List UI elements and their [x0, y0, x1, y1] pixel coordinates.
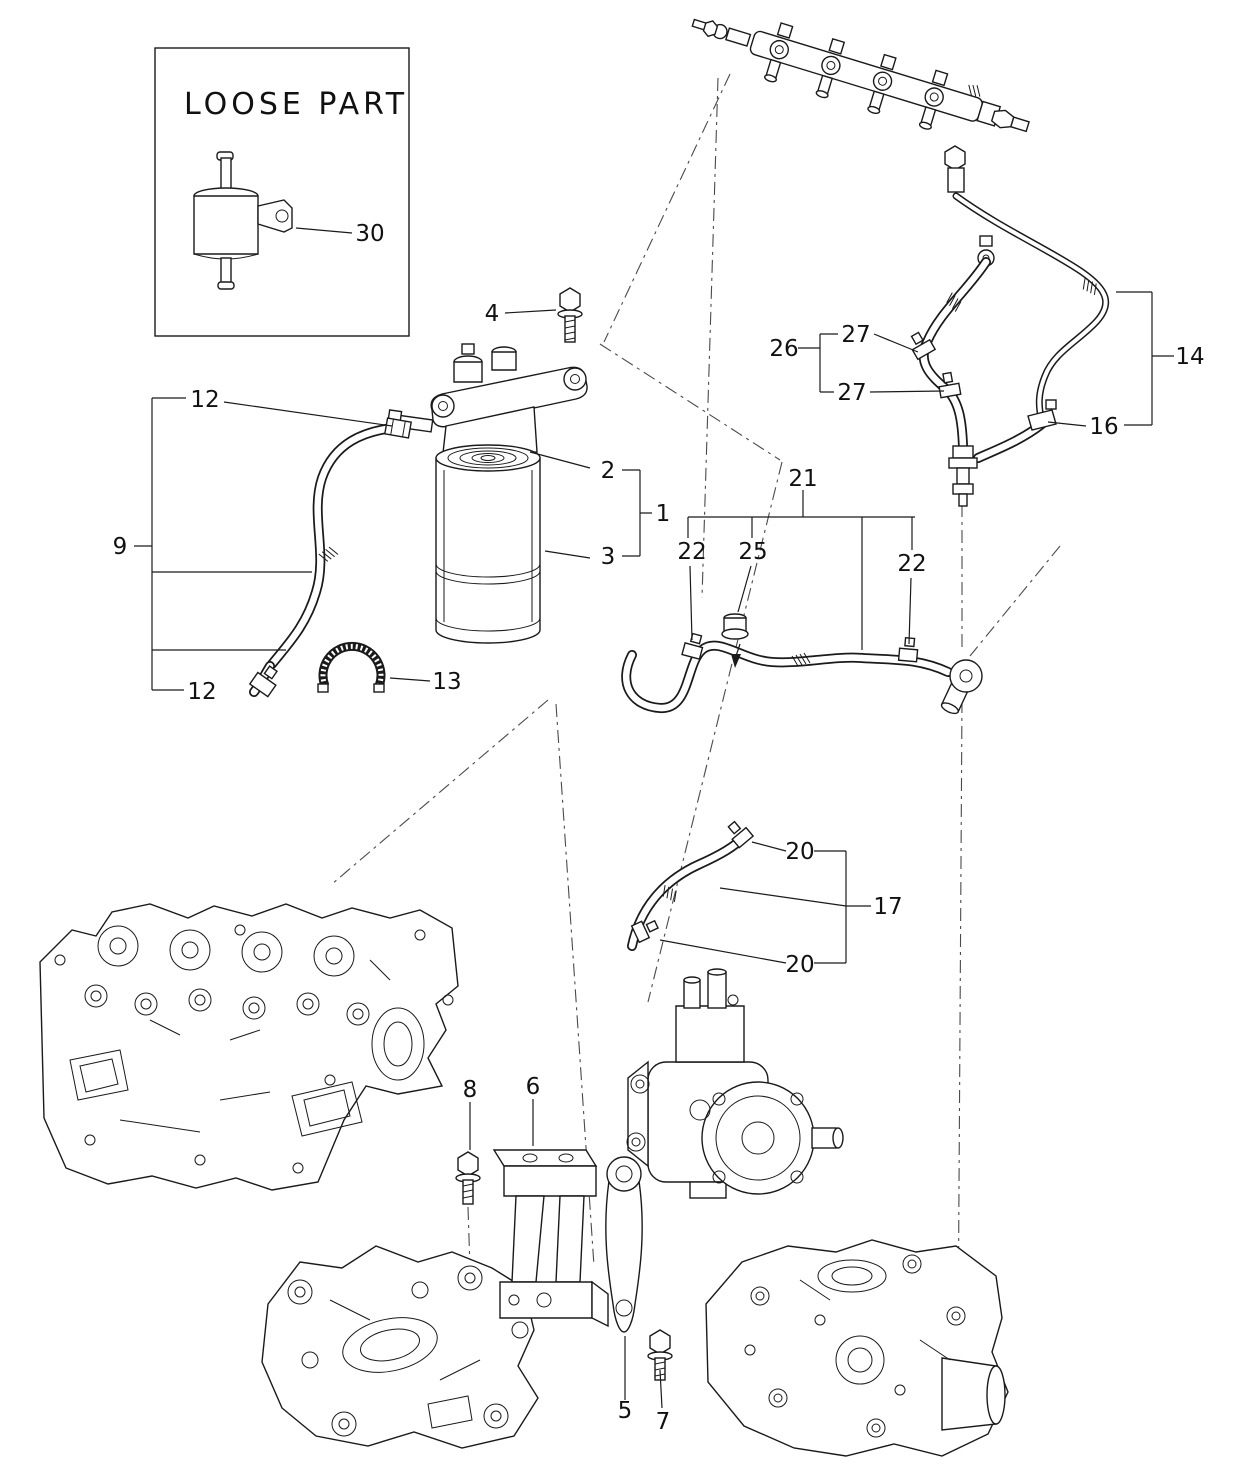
callout-25: 25 — [738, 539, 767, 565]
callout-6: 6 — [526, 1074, 541, 1100]
engine-cylinder-head — [39, 903, 459, 1191]
callout-7: 7 — [656, 1409, 671, 1435]
clamp-12-bottom — [248, 665, 278, 698]
loose-part-box: LOOSE PART — [154, 47, 410, 337]
callout-26: 26 — [769, 336, 798, 362]
callout-12-top: 12 — [190, 387, 219, 413]
rail-fitting — [918, 69, 949, 130]
fuel-filter-assembly — [386, 287, 588, 644]
callout-30: 30 — [355, 221, 384, 247]
clamp-12-top — [383, 417, 413, 439]
callout-16: 16 — [1089, 414, 1118, 440]
clamp-20-bottom — [630, 919, 659, 944]
hose-hatch-marks — [318, 84, 1097, 903]
bolt-4 — [557, 287, 583, 343]
oil-filter-housing-right — [705, 1239, 1009, 1457]
fuel-rail — [691, 18, 1030, 193]
filter-head-2 — [386, 343, 588, 454]
callout-20-bottom: 20 — [785, 952, 814, 978]
fuel-hose-9 — [248, 417, 413, 698]
high-pressure-pipe-14 — [952, 192, 1110, 463]
callout-8: 8 — [463, 1077, 478, 1103]
callout-9: 9 — [113, 534, 128, 560]
callout-22-right: 22 — [897, 551, 926, 577]
filter-cartridge-3 — [435, 444, 541, 644]
banjo-fitting — [940, 659, 983, 715]
fuel-damper-30 — [193, 151, 293, 290]
callout-27-top: 27 — [841, 322, 870, 348]
fuel-hose-26 — [910, 235, 995, 507]
fuel-hose-21 — [621, 613, 983, 715]
callout-12-bottom: 12 — [187, 679, 216, 705]
callout-13: 13 — [432, 669, 461, 695]
rail-fitting — [815, 37, 846, 99]
clamp-27-bottom — [938, 371, 962, 399]
loose-part-title: LOOSE PART — [184, 87, 408, 122]
callout-17: 17 — [873, 894, 902, 920]
clamp-16 — [1027, 399, 1057, 431]
callout-5: 5 — [618, 1398, 633, 1424]
bracket-6 — [492, 1149, 609, 1328]
leader-lines — [134, 227, 1174, 1409]
callout-2: 2 — [601, 458, 616, 484]
clamp-22-right — [897, 636, 919, 663]
bolt-7 — [647, 1329, 673, 1381]
fitting-25 — [721, 613, 749, 668]
intake-manifold-lower-left — [261, 1245, 539, 1449]
rail-fitting — [763, 22, 794, 83]
callout-27-bottom: 27 — [837, 380, 866, 406]
fuel-hose-17 — [627, 820, 755, 951]
bolt-8 — [455, 1151, 481, 1205]
hose-connector — [948, 445, 978, 507]
callout-22-left: 22 — [677, 539, 706, 565]
callout-3: 3 — [601, 544, 616, 570]
callout-labels: 30 4 12 2 1 3 9 12 13 26 27 27 14 16 21 … — [113, 221, 1205, 1435]
pump-bracket-group — [455, 1149, 673, 1381]
callout-14: 14 — [1175, 344, 1204, 370]
clamp-20-top — [727, 820, 755, 849]
callout-20-top: 20 — [785, 839, 814, 865]
clamp-27-top — [910, 331, 937, 361]
fuel-injection-pump — [626, 968, 844, 1199]
support-arm-5 — [605, 1156, 643, 1333]
callout-21: 21 — [788, 466, 817, 492]
callout-1: 1 — [656, 501, 671, 527]
spring-clamp-13 — [317, 641, 386, 693]
clamp-22-left — [681, 632, 704, 661]
callout-4: 4 — [485, 301, 500, 327]
rail-fitting — [867, 53, 897, 114]
